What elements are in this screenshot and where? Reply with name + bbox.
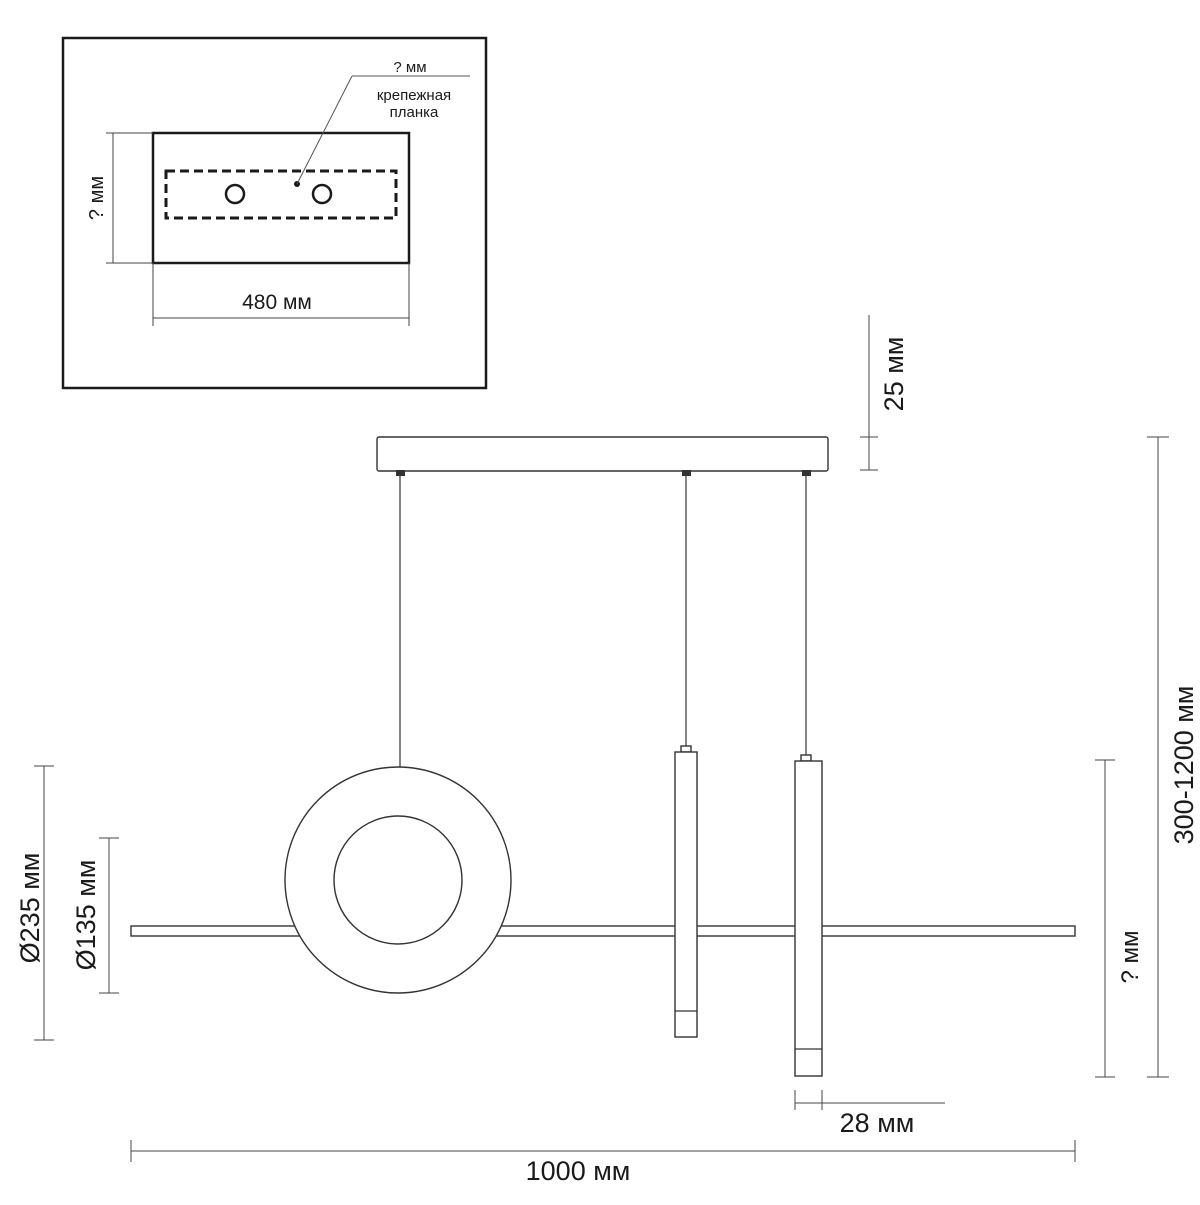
tube-width-label: 28 мм [840,1108,915,1138]
bracket-name-label-line1: крепежная [377,87,451,104]
screw-hole-left [224,183,246,205]
pendant-tube-2 [794,760,823,1077]
cord-grip-3 [802,470,811,476]
canopy-thickness-label: 25 мм [879,337,909,412]
dimensions: 25 мм 300-1200 мм ? мм Ø235 мм Ø135 мм 2… [15,315,1199,1186]
pendant-tube-1 [674,751,698,1038]
ring-lamp-inner [333,815,463,945]
fixture-front-view [130,436,1076,1077]
cord-grip-1 [396,470,405,476]
canopy-height-label: ? мм [86,176,108,220]
total-height-label: 300-1200 мм [1169,686,1199,845]
inset-frame [61,36,488,390]
canopy-top-view-inset: ? мм крепежная планка ? мм 480 мм [61,36,488,390]
horizontal-light-bar [130,925,1076,937]
mounting-bracket-dashed [164,169,398,220]
bracket-leader-line [296,75,353,185]
tube-1-cap [680,745,692,753]
bracket-name-label-line2: планка [390,104,439,121]
screw-hole-right [311,183,333,205]
canopy-width-label: 480 мм [242,291,312,314]
cord-grip-2 [682,470,691,476]
canopy-plate-outline [151,131,411,265]
inner-ring-diameter-label: Ø135 мм [71,860,101,971]
total-width-label: 1000 мм [526,1156,631,1186]
tube-2-cap [800,754,812,762]
bracket-depth-label: ? мм [393,59,426,76]
lower-height-label: ? мм [1117,930,1144,983]
outer-ring-diameter-label: Ø235 мм [15,853,45,964]
ceiling-canopy [376,436,829,472]
